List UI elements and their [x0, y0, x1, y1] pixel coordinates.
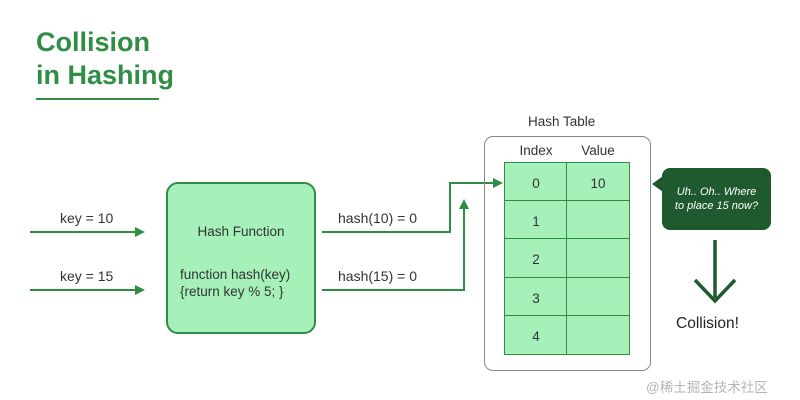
table-row-2-value — [566, 238, 630, 278]
title-line-1: Collision — [36, 27, 150, 57]
down-arrow-icon — [693, 240, 737, 304]
hash-function-code: function hash(key) {return key % 5; } — [180, 266, 290, 300]
title-underline — [36, 98, 159, 100]
speech-bubble: Uh.. Oh.. Where to place 15 now? — [662, 168, 771, 230]
table-row-0-value: 10 — [566, 162, 630, 202]
hash-function-title: Hash Function — [197, 224, 285, 239]
table-row-1-value — [566, 200, 630, 240]
hash-table-frame — [484, 136, 651, 371]
table-row-0-index: 0 — [504, 162, 568, 202]
speech-bubble-tail — [652, 176, 663, 192]
table-row-4-value — [566, 315, 630, 355]
hash-function-box: Hash Function function hash(key) {return… — [166, 182, 316, 334]
bubble-line-1: Uh.. Oh.. Where — [676, 186, 757, 198]
value-column-header: Value — [581, 143, 615, 158]
index-column-header: Index — [519, 143, 553, 158]
key2-label: key = 15 — [60, 268, 114, 284]
table-row-1-index: 1 — [504, 200, 568, 240]
table-row-4-index: 4 — [504, 315, 568, 355]
title-line-2: in Hashing — [36, 60, 175, 90]
hash15-arrow — [322, 199, 469, 291]
table-row-3-value — [566, 277, 630, 317]
watermark: @稀土掘金技术社区 — [646, 380, 768, 395]
hash10-label: hash(10) = 0 — [338, 210, 417, 226]
hash-table-caption: Hash Table — [528, 114, 596, 129]
code-line-1: function hash(key) — [180, 267, 291, 282]
hash15-label: hash(15) = 0 — [338, 268, 417, 284]
bubble-line-2: to place 15 now? — [674, 200, 759, 212]
code-line-2: {return key % 5; } — [180, 284, 284, 299]
key1-label: key = 10 — [60, 210, 114, 226]
diagram-title: Collision in Hashing — [36, 26, 174, 92]
hash10-arrow — [322, 178, 503, 233]
collision-label: Collision! — [676, 315, 739, 332]
table-row-3-index: 3 — [504, 277, 568, 317]
table-row-2-index: 2 — [504, 238, 568, 278]
